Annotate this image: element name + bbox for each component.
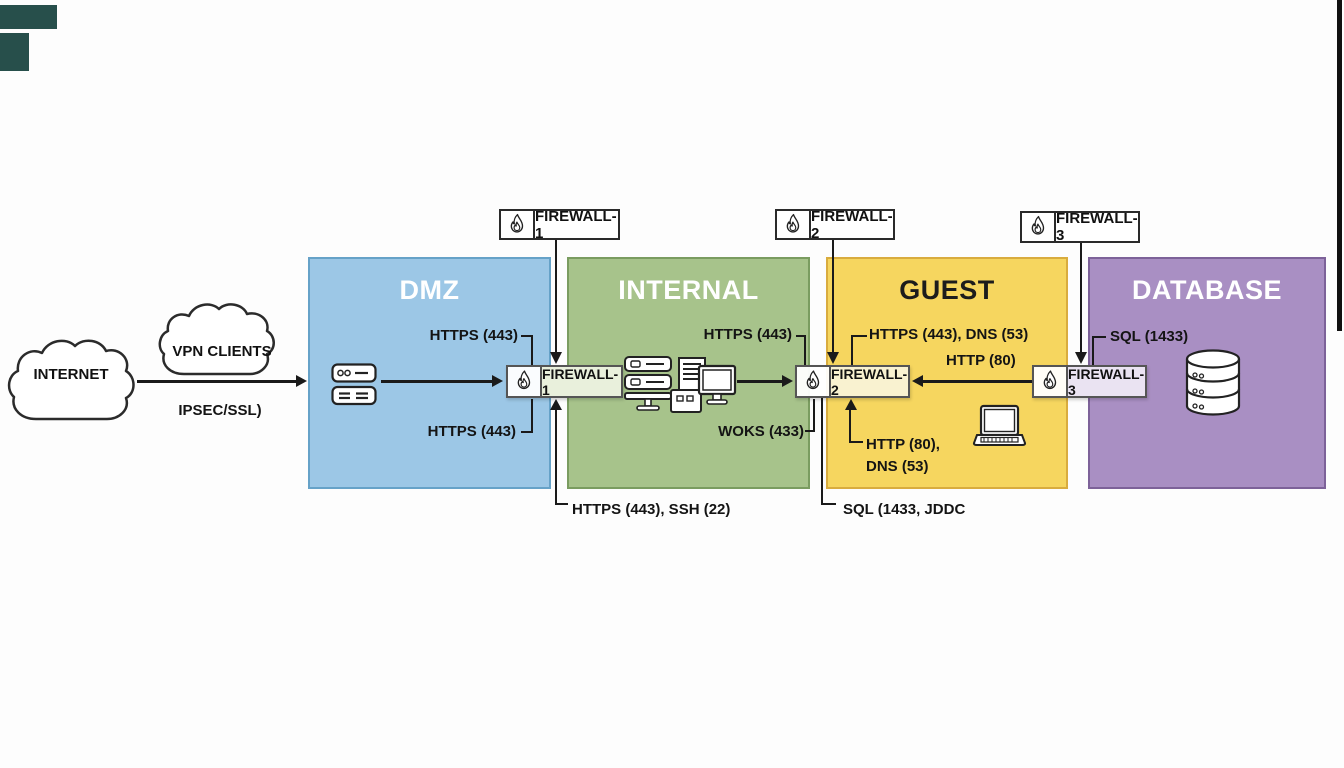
firewall-1-node: FIREWALL-1 — [506, 365, 623, 398]
dmz-to-firewall1-arrowhead — [492, 375, 503, 387]
connection-label: HTTP (80), DNS (53) — [866, 434, 940, 478]
connection-label: SQL (1433, JDDC — [843, 501, 966, 518]
firewall-2-tag-arrowhead — [827, 352, 839, 364]
flame-icon — [501, 211, 535, 238]
firewall-3-tag: FIREWALL-3 — [1020, 210, 1140, 244]
firewall-2-node-label: FIREWALL-2 — [831, 365, 908, 398]
firewall1-south-elbow-h — [555, 503, 568, 505]
dmz-top-elbow-h — [521, 335, 533, 337]
firewall-2-tag-label: FIREWALL-2 — [811, 207, 893, 242]
firewall1-south-line — [555, 409, 557, 505]
connection-label: HTTPS (443) — [703, 326, 792, 343]
firewall-3-tag-arrowhead — [1075, 352, 1087, 364]
flame-icon — [508, 367, 542, 396]
internal-bottom-elbow-v — [813, 399, 815, 432]
right-edge-strip — [1337, 0, 1342, 331]
vpn-clients-label: VPN CLIENTS — [172, 343, 272, 360]
guest-top-elbow-v — [851, 335, 853, 365]
firewall-2-tag-line — [832, 240, 834, 352]
firewall-2-tag: FIREWALL-2 — [775, 207, 895, 242]
guest-bottom-arrowhead-up — [844, 399, 857, 410]
internal-workstations-icon — [624, 356, 737, 413]
dmz-server-icon — [331, 363, 377, 406]
vpn-clients-cloud-icon — [158, 303, 275, 376]
firewall1-south-arrowhead-up — [550, 399, 562, 410]
internal-top-elbow-v — [804, 335, 806, 365]
firewall-3-tag-line — [1080, 243, 1082, 352]
connection-label: HTTPS (443), SSH (22) — [572, 501, 731, 518]
internet-to-dmz-arrowhead — [296, 375, 307, 387]
zone-title-internal: INTERNAL — [618, 275, 759, 305]
internal-to-firewall2-line — [737, 380, 783, 383]
firewall-1-tag-label: FIREWALL-1 — [535, 207, 617, 242]
dmz-bottom-elbow-h — [521, 431, 533, 433]
guest-bottom-elbow-v — [849, 409, 851, 443]
firewall3-to-firewall2-line — [923, 380, 1032, 383]
flame-icon — [797, 367, 831, 396]
connection-label: HTTPS (443) — [429, 327, 518, 344]
dmz-to-firewall1-line — [381, 380, 493, 383]
guest-bottom-elbow-h — [849, 441, 863, 443]
dmz-top-elbow-v — [531, 335, 533, 365]
firewall-3-node-label: FIREWALL-3 — [1068, 365, 1145, 398]
internet-label: INTERNET — [33, 366, 109, 383]
firewall-1-tag: FIREWALL-1 — [499, 207, 620, 242]
connection-label: HTTP (80) — [946, 352, 1016, 369]
connection-label: SQL (1433) — [1110, 328, 1189, 345]
connection-label-line1: HTTP (80), — [866, 436, 940, 453]
guest-laptop-icon — [972, 404, 1027, 446]
database-cylinder-icon — [1185, 349, 1241, 416]
connection-label: WOKS (433) — [718, 423, 804, 440]
connection-label: HTTPS (443) — [427, 423, 516, 440]
zone-title-guest: GUEST — [899, 275, 995, 305]
firewall3-to-firewall2-arrowhead — [912, 375, 923, 387]
internal-bottom-elbow-h — [805, 430, 815, 432]
database-elbow-v — [1092, 336, 1094, 365]
guest-top-elbow-h — [851, 335, 867, 337]
firewall-1-node-label: FIREWALL-1 — [542, 366, 621, 398]
firewall-3-node: FIREWALL-3 — [1032, 365, 1147, 398]
firewall-1-tag-line — [555, 240, 557, 352]
connection-label: HTTPS (443), DNS (53) — [869, 326, 1029, 343]
internet-cloud-icon — [7, 339, 135, 421]
internal-top-elbow-h — [796, 335, 806, 337]
zone-title-database: DATABASE — [1132, 275, 1282, 305]
database-elbow-h — [1092, 336, 1106, 338]
flame-icon — [777, 211, 811, 238]
connection-label-line2: DNS (53) — [866, 458, 929, 475]
firewall2-south-elbow-h — [821, 503, 836, 505]
firewall-2-node: FIREWALL-2 — [795, 365, 910, 398]
corner-mark-top — [0, 5, 57, 29]
corner-mark-side — [0, 33, 29, 71]
internal-to-firewall2-arrowhead — [782, 375, 793, 387]
flame-icon — [1022, 213, 1056, 241]
flame-icon — [1034, 367, 1068, 396]
firewall-3-tag-label: FIREWALL-3 — [1056, 210, 1138, 244]
firewall-1-tag-arrowhead — [550, 352, 562, 364]
ipsec-ssl-label: IPSEC/SSL) — [178, 402, 262, 419]
zone-title-dmz: DMZ — [399, 275, 460, 305]
internet-to-dmz-line — [137, 380, 298, 383]
dmz-bottom-elbow-v — [531, 399, 533, 433]
firewall2-south-line — [821, 398, 823, 505]
